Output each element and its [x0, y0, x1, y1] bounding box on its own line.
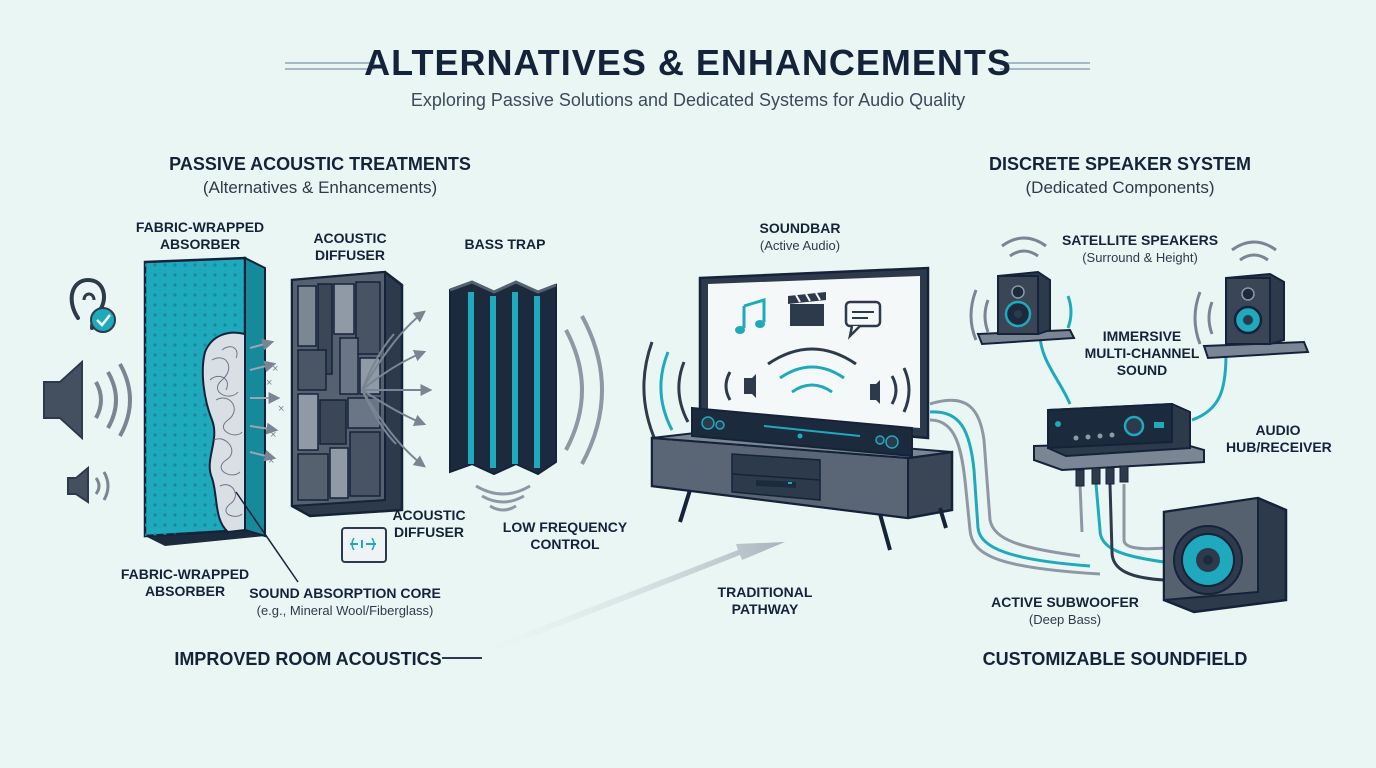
acoustic-diffuser [290, 270, 404, 518]
bass-trap [449, 280, 557, 476]
satellite-speaker-right [1202, 272, 1310, 360]
absorbed-sound-arrows [249, 338, 281, 462]
clapperboard-icon [788, 292, 826, 326]
subwoofer-label: ACTIVE SUBWOOFER [991, 594, 1139, 610]
title-rules [285, 62, 1090, 70]
low-frequency-waves [475, 315, 604, 512]
subwoofer [1162, 496, 1288, 614]
discrete-heading: DISCRETE SPEAKER SYSTEM [988, 154, 1252, 174]
bass-trap-label: BASS TRAP [464, 236, 546, 252]
diffuser-scatter-arrows [361, 310, 433, 468]
page-subtitle: Exploring Passive Solutions and Dedicate… [410, 90, 966, 110]
receiver-label: AUDIO HUB/RECEIVER [1226, 422, 1332, 455]
satellite-speaker-left [976, 270, 1076, 346]
satellites-label: SATELLITE SPEAKERS [1061, 232, 1219, 248]
speaker-cables [929, 333, 1228, 582]
traditional-pathway-arrow [460, 542, 785, 654]
absorber-bottom-label: FABRIC-WRAPPED ABSORBER [120, 566, 250, 599]
svg-text:×: × [270, 429, 276, 441]
svg-text:×: × [278, 403, 284, 415]
svg-text:×: × [266, 377, 272, 389]
speaker-loud-icon [43, 359, 132, 441]
absorbed-marks: ××××× [266, 363, 284, 467]
speech-bubble-icon [844, 300, 882, 340]
discrete-subheading: (Dedicated Components) [1025, 178, 1215, 197]
audio-receiver [1033, 402, 1205, 487]
traditional-pathway-label: TRADITIONAL PATHWAY [717, 584, 813, 617]
soundbar-label: SOUNDBAR [759, 220, 841, 236]
diffuser-top-label: ACOUSTIC DIFFUSER [313, 230, 387, 263]
satellite-waves [969, 236, 1277, 345]
core-sublabel: (e.g., Mineral Wool/Fiberglass) [256, 603, 434, 618]
page-title: ALTERNATIVES & ENHANCEMENTS [364, 42, 1012, 83]
svg-text:×: × [272, 363, 278, 375]
customizable-soundfield-label: CUSTOMIZABLE SOUNDFIELD [982, 649, 1248, 669]
passive-heading: PASSIVE ACOUSTIC TREATMENTS [169, 154, 471, 174]
passive-subheading: (Alternatives & Enhancements) [202, 178, 438, 197]
soundbar-sublabel: (Active Audio) [759, 238, 841, 253]
music-note-icon [735, 297, 766, 334]
tv-sound-waves [642, 341, 911, 443]
speaker-quiet-icon [67, 465, 110, 504]
core-label: SOUND ABSORPTION CORE [249, 585, 441, 601]
diffuser-bottom-label: ACOUSTIC DIFFUSER [392, 507, 466, 540]
ear-check-icon [69, 277, 116, 333]
immersive-label: IMMERSIVE MULTI-CHANNEL SOUND [1084, 328, 1200, 378]
sound-meter-icon [341, 527, 387, 563]
absorber-top-label: FABRIC-WRAPPED ABSORBER [135, 219, 265, 252]
improved-acoustics-label: IMPROVED ROOM ACOUSTICS [174, 649, 442, 669]
core-pointer [235, 491, 299, 583]
absorber-panel [143, 256, 266, 546]
low-frequency-label: LOW FREQUENCY CONTROL [502, 519, 628, 552]
svg-text:×: × [268, 455, 274, 467]
subwoofer-sublabel: (Deep Bass) [1028, 612, 1102, 627]
satellites-sublabel: (Surround & Height) [1082, 250, 1198, 265]
soundbar [691, 406, 913, 458]
